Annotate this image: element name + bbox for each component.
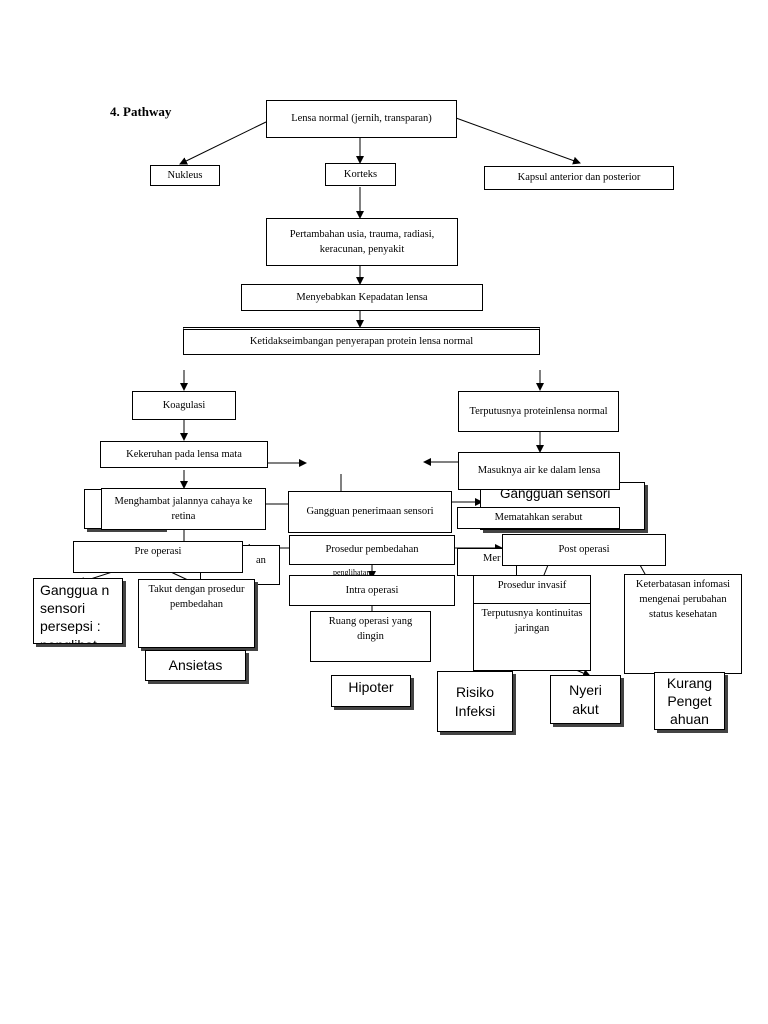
hidden-text-penglihatan: penglihatan bbox=[333, 568, 371, 577]
node-nukleus: Nukleus bbox=[150, 165, 220, 186]
section-title: 4. Pathway bbox=[110, 104, 172, 119]
node-takut: Takut dengan prosedur pembedahan bbox=[138, 579, 255, 648]
node-prosedur-pembedahan: Prosedur pembedahan bbox=[289, 535, 455, 565]
node-gangguan-penerimaan: Gangguan penerimaan sensori bbox=[288, 491, 452, 533]
node-ruang-operasi: Ruang operasi yang dingin bbox=[310, 611, 431, 662]
node-pre-operasi: Pre operasi bbox=[73, 541, 243, 573]
node-korteks: Korteks bbox=[325, 163, 396, 186]
node-kekeruhan: Kekeruhan pada lensa mata bbox=[100, 441, 268, 468]
node-intra-operasi: Intra operasi bbox=[289, 575, 455, 606]
node-post-operasi: Post operasi bbox=[502, 534, 666, 566]
node-kapsul: Kapsul anterior dan posterior bbox=[484, 166, 674, 190]
node-menyebabkan: Menyebabkan Kepadatan lensa bbox=[241, 284, 483, 311]
hidden-text-mer: Mer bbox=[483, 553, 501, 564]
node-kurang-pengetahuan: Kurang Penget ahuan bbox=[654, 672, 725, 730]
node-menghambat: Menghambat jalannya cahaya ke retina bbox=[101, 488, 266, 530]
arrow-lensa-kapsul bbox=[455, 117, 581, 165]
node-ansietas: Ansietas bbox=[145, 650, 246, 681]
node-ganggua-sensori: Ganggua n sensori persepsi : penglihat bbox=[33, 578, 123, 644]
node-mematahkan: Mematahkan serabut bbox=[457, 507, 620, 529]
arrow-lensa-nukleus bbox=[179, 121, 267, 165]
node-keterbatasan: Keterbatasan infomasi mengenai perubahan… bbox=[624, 574, 742, 674]
node-prosedur-invasif: Prosedur invasif bbox=[473, 575, 591, 606]
hidden-text-an: an bbox=[256, 555, 266, 566]
node-risiko-infeksi: Risiko Infeksi bbox=[437, 671, 513, 732]
node-ketidakseimbangan: Ketidakseimbangan penyerapan protein len… bbox=[183, 327, 540, 355]
ganggua-sensori-label: Ganggua n sensori persepsi : penglihat bbox=[40, 582, 110, 643]
node-nyeri-akut: Nyeri akut bbox=[550, 675, 621, 724]
node-masuknya-air: Masuknya air ke dalam lensa bbox=[458, 452, 620, 490]
node-terputusnya-protein: Terputusnya proteinlensa normal bbox=[458, 391, 619, 432]
node-lensa-normal: Lensa normal (jernih, transparan) bbox=[266, 100, 457, 138]
node-terputusnya-kontinuitas: Terputusnya kontinuitas jaringan bbox=[473, 603, 591, 671]
node-pertambahan: Pertambahan usia, trauma, radiasi, kerac… bbox=[266, 218, 458, 266]
node-koagulasi: Koagulasi bbox=[132, 391, 236, 420]
node-hipoter: Hipoter bbox=[331, 675, 411, 707]
